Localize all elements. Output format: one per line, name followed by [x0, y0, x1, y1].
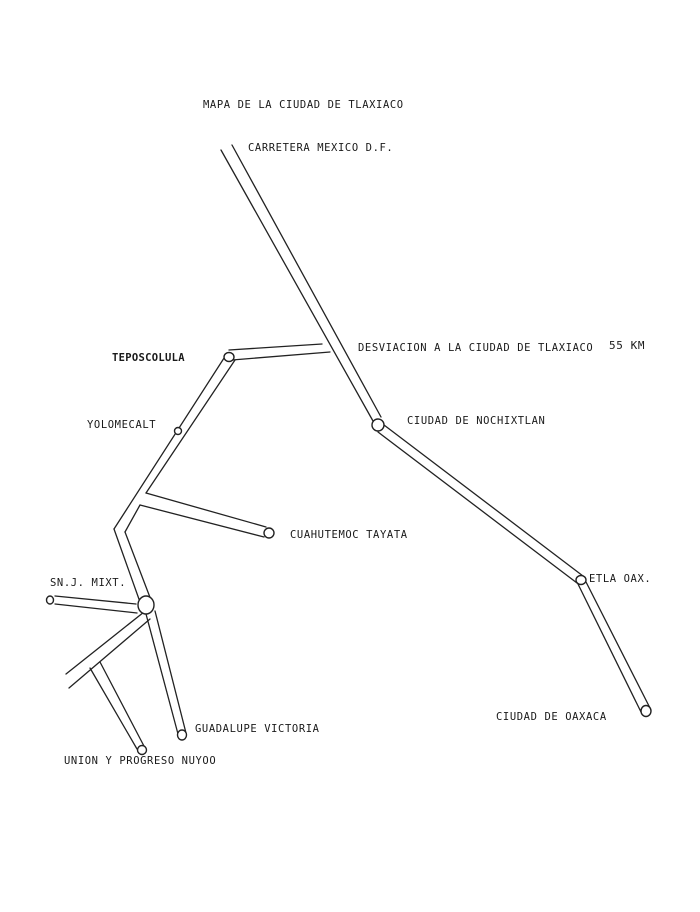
fork-union-right-edge: [99, 661, 146, 749]
town-marker-cuahutemoc: [263, 527, 275, 539]
branch-snj-upper-edge: [54, 595, 137, 605]
branch-union-upper-edge: [65, 611, 145, 675]
branch-guadalupe-right-edge: [154, 610, 187, 734]
highway-etla-lower-edge: [377, 431, 578, 584]
branch-snj-lower-edge: [54, 603, 138, 614]
town-marker-yolomecalt: [173, 426, 183, 436]
town-marker-snj: [45, 595, 55, 605]
label-distance: 55 KM: [609, 339, 646, 352]
map-title: MAPA DE LA CIUDAD DE TLAXIACO: [203, 99, 404, 111]
town-marker-nochixtlan: [371, 418, 385, 432]
road-south-left-edge: [113, 528, 141, 603]
highway-mexico-left-edge: [220, 149, 374, 422]
branch-teposcolula-upper-edge: [228, 343, 323, 351]
label-yolomecalt: YOLOMECALT: [87, 419, 157, 431]
label-desviacion: DESVIACION A LA CIUDAD DE TLAXIACO: [358, 342, 594, 354]
town-marker-teposcolula: [223, 351, 235, 363]
branch-union-lower-edge: [68, 618, 151, 689]
branch-guadalupe-left-edge: [145, 613, 179, 735]
label-cuahutemoc: CUAHUTEMOC TAYATA: [290, 529, 408, 541]
label-union: UNION Y PROGRESO NUYOO: [64, 755, 217, 767]
town-marker-guadalupe: [176, 729, 188, 741]
label-guadalupe: GUADALUPE VICTORIA: [195, 723, 320, 735]
branch-cuahutemoc-lower-edge: [139, 504, 265, 538]
highway-oaxaca-left-edge: [576, 581, 642, 713]
label-teposcolula: TEPOSCOLULA: [112, 352, 185, 364]
town-marker-junction: [137, 595, 155, 615]
road-yolomecalt-left-edge: [113, 354, 227, 530]
branch-cuahutemoc-upper-edge: [145, 492, 267, 528]
label-etla: ETLA OAX.: [589, 573, 652, 585]
road-south-right-edge-2: [124, 531, 152, 601]
label-carretera: CARRETERA MEXICO D.F.: [248, 142, 394, 154]
road-yolomecalt-right-edge: [145, 359, 236, 494]
label-oaxaca: CIUDAD DE OAXACA: [496, 711, 607, 723]
label-snj: SN.J. MIXT.: [50, 577, 127, 589]
highway-etla-upper-edge: [383, 424, 584, 577]
town-marker-oaxaca: [640, 704, 652, 718]
branch-teposcolula-lower-edge: [231, 351, 331, 361]
fork-union-left-edge: [89, 667, 138, 750]
highway-mexico-right-edge: [231, 144, 382, 418]
road-south-right-edge: [124, 504, 141, 533]
label-nochixtlan: CIUDAD DE NOCHIXTLAN: [407, 415, 546, 427]
town-marker-union: [136, 744, 148, 756]
town-marker-etla: [575, 574, 587, 586]
highway-oaxaca-right-edge: [583, 577, 651, 709]
